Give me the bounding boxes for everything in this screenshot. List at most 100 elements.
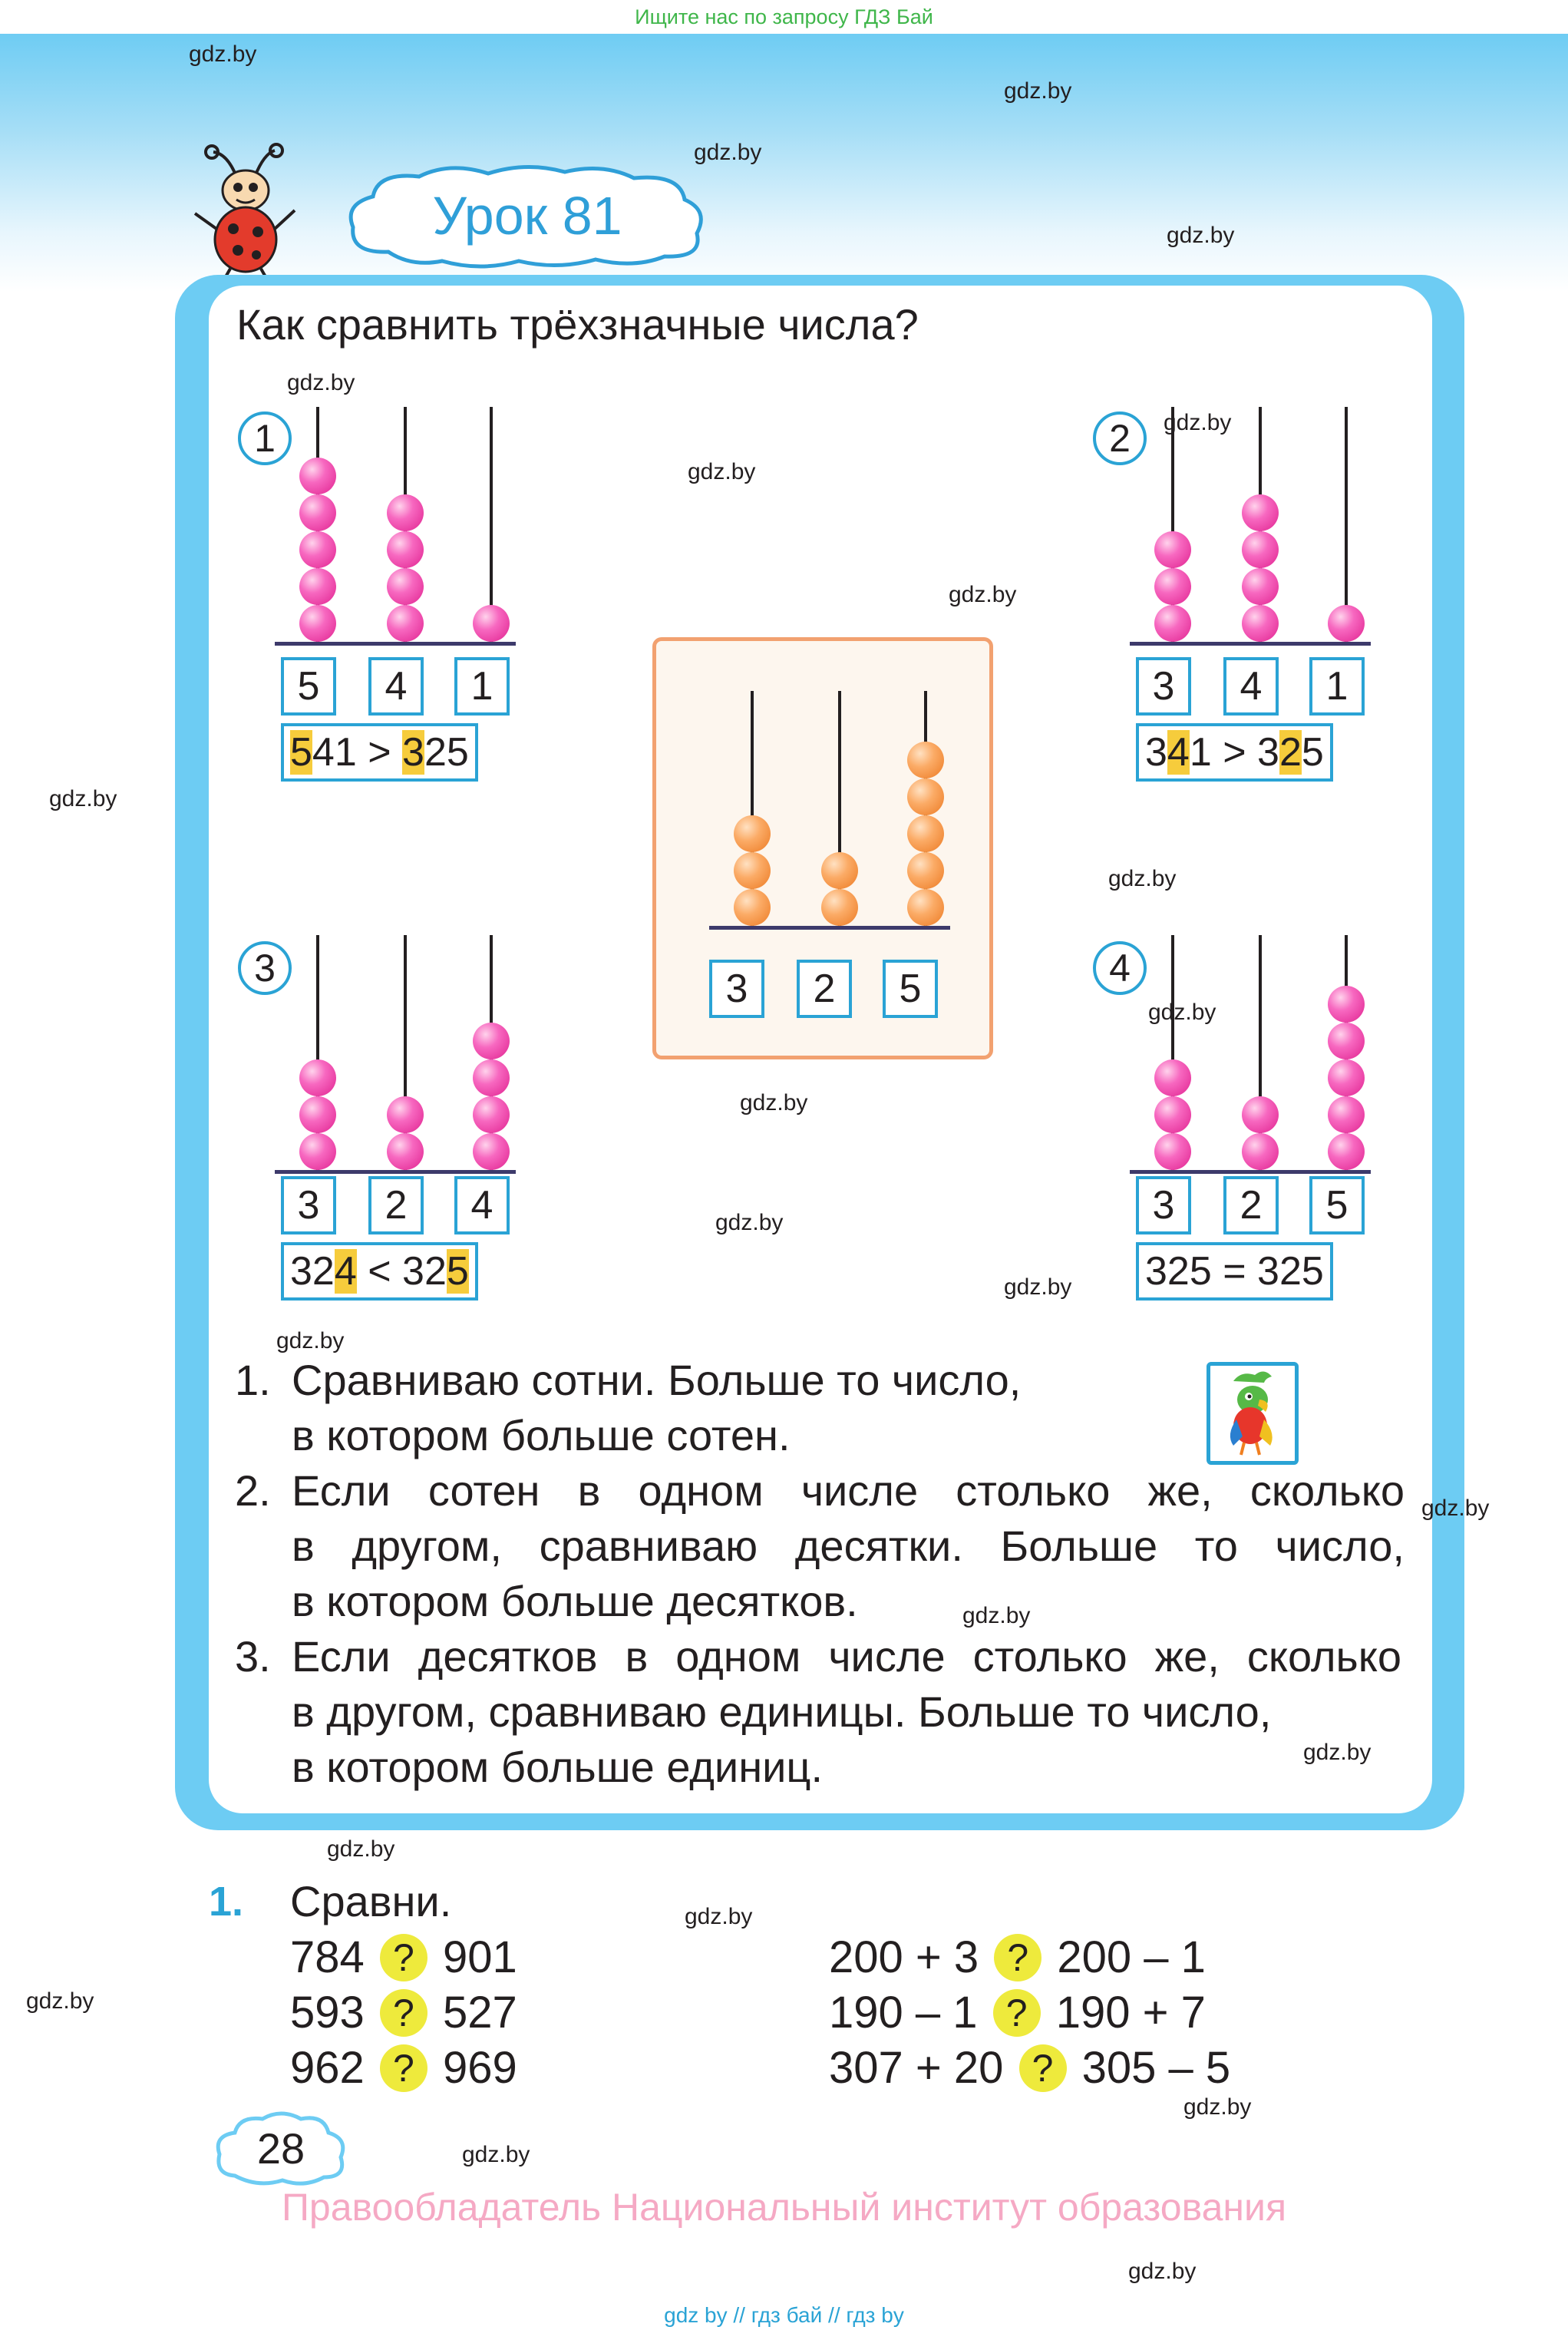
abacus-bead [473,1059,510,1096]
watermark: gdz.by [26,1988,94,2014]
comparison-task: 190 – 1 ? 190 + 7 [829,1987,1206,2040]
lesson-title-cloud: Урок 81 [342,160,712,272]
ladybug-mascot-icon [193,143,296,281]
comparison-text: < 32 [356,1249,447,1294]
digit-box-units: 4 [454,1176,510,1234]
watermark: gdz.by [1128,2259,1197,2284]
abacus-bead [821,889,858,926]
abacus-base [275,1170,516,1174]
watermark: gdz.by [462,2142,530,2167]
digit-box-units: 5 [1309,1176,1365,1234]
abacus-rod [490,407,493,642]
page-number: 28 [256,2124,305,2173]
abacus-bead [1154,1133,1191,1170]
digit-box-hundreds: 3 [1136,657,1191,716]
rule-number: 3. [235,1632,271,1681]
abacus-bead [1242,1096,1279,1133]
abacus-rod [404,935,407,1170]
example-3-number: 3 [238,941,292,995]
rule-line: в другом, сравниваю единицы. Больше то ч… [292,1687,1272,1736]
abacus-bead [1154,1059,1191,1096]
example-1-number: 1 [238,411,292,465]
copyright-notice: Правообладатель Национальный институт об… [281,2186,1287,2229]
abacus-rod [838,691,841,926]
abacus-bead [387,531,424,568]
abacus-bead [1328,986,1365,1023]
abacus-bead [299,568,336,605]
abacus-bead [387,605,424,642]
abacus-rod [316,935,319,1170]
abacus-bead [473,605,510,642]
digit-box-tens: 2 [1223,1176,1279,1234]
abacus-bead [1242,605,1279,642]
lesson-title: Урок 81 [432,186,622,246]
watermark: gdz.by [1004,78,1072,104]
abacus-bead [299,531,336,568]
task-right: 969 [443,2043,517,2093]
question-mark-slot[interactable]: ? [994,1933,1042,1981]
watermark: gdz.by [1183,2094,1252,2120]
watermark: gdz.by [1421,1496,1490,1521]
digit-box-units: 1 [1309,657,1365,716]
abacus-bead [299,1133,336,1170]
question-mark-slot[interactable]: ? [379,2044,427,2092]
abacus-bead [473,1096,510,1133]
abacus-bead [299,458,336,494]
rule-line: в другом, сравниваю десятки. Больше то ч… [292,1522,1405,1570]
watermark: gdz.by [1004,1274,1072,1300]
digit-box-tens: 2 [368,1176,424,1234]
digit-box-tens: 4 [368,657,424,716]
abacus-bead [1328,605,1365,642]
watermark: gdz.by [327,1836,395,1862]
task-right: 527 [443,1988,517,2038]
highlighted-digit: 2 [1279,730,1302,775]
panel-heading: Как сравнить трёхзначные числа? [236,300,919,349]
page-number-cloud-icon [216,2111,345,2186]
question-mark-slot[interactable]: ? [992,1988,1041,2037]
abacus-bead [907,889,944,926]
abacus-base [709,926,950,930]
rule-line: Сравниваю сотни. Больше то число, [292,1356,1022,1404]
abacus-bead [1242,1133,1279,1170]
question-mark-slot[interactable]: ? [379,1988,427,2037]
rule-line: Если десятков в одном числе столько же, … [292,1632,1401,1681]
abacus-bead [473,1023,510,1059]
comparison-task: 784 ? 901 [290,1932,517,1985]
abacus-bead [299,1059,336,1096]
exercise-title: Сравни. [290,1877,452,1925]
top-banner[interactable]: Ищите нас по запросу ГДЗ Бай [0,0,1568,34]
footer-links[interactable]: gdz by // гдз бай // гдз by [664,2303,904,2327]
comparison-text: 32 [290,1249,335,1294]
comparison-text: 41 > [312,730,403,775]
digit-box-units: 5 [883,960,938,1018]
question-mark-slot[interactable]: ? [379,1933,427,1981]
abacus-bead [1242,531,1279,568]
comparison-task: 200 + 3 ? 200 – 1 [829,1932,1206,1985]
rule-line: в котором больше десятков. [292,1577,858,1625]
abacus-bead [387,494,424,531]
abacus-base [1130,642,1371,646]
comparison-example-1: 541 > 325 [281,723,478,782]
task-right: 190 + 7 [1055,1988,1206,2038]
digit-box-hundreds: 3 [1136,1176,1191,1234]
digit-box-units: 1 [454,657,510,716]
task-left: 200 + 3 [829,1932,979,1982]
highlighted-digit: 4 [1167,730,1190,775]
abacus-bead [907,778,944,815]
cloud-shape-icon [348,164,703,269]
question-mark-slot[interactable]: ? [1018,2044,1067,2092]
watermark: gdz.by [694,140,762,165]
comparison-example-2: 341 > 325 [1136,723,1333,782]
digit-box-hundreds: 5 [281,657,336,716]
watermark: gdz.by [1303,1740,1372,1765]
parrot-card [1207,1362,1299,1465]
highlighted-digit: 4 [334,1249,357,1294]
highlighted-digit: 5 [446,1249,469,1294]
abacus-rod [751,691,754,926]
comparison-example-3: 324 < 325 [281,1242,478,1301]
abacus-bead [1154,531,1191,568]
abacus-rod [1171,935,1174,1170]
abacus-bead [387,568,424,605]
abacus-bead [734,852,771,889]
abacus-bead [734,889,771,926]
